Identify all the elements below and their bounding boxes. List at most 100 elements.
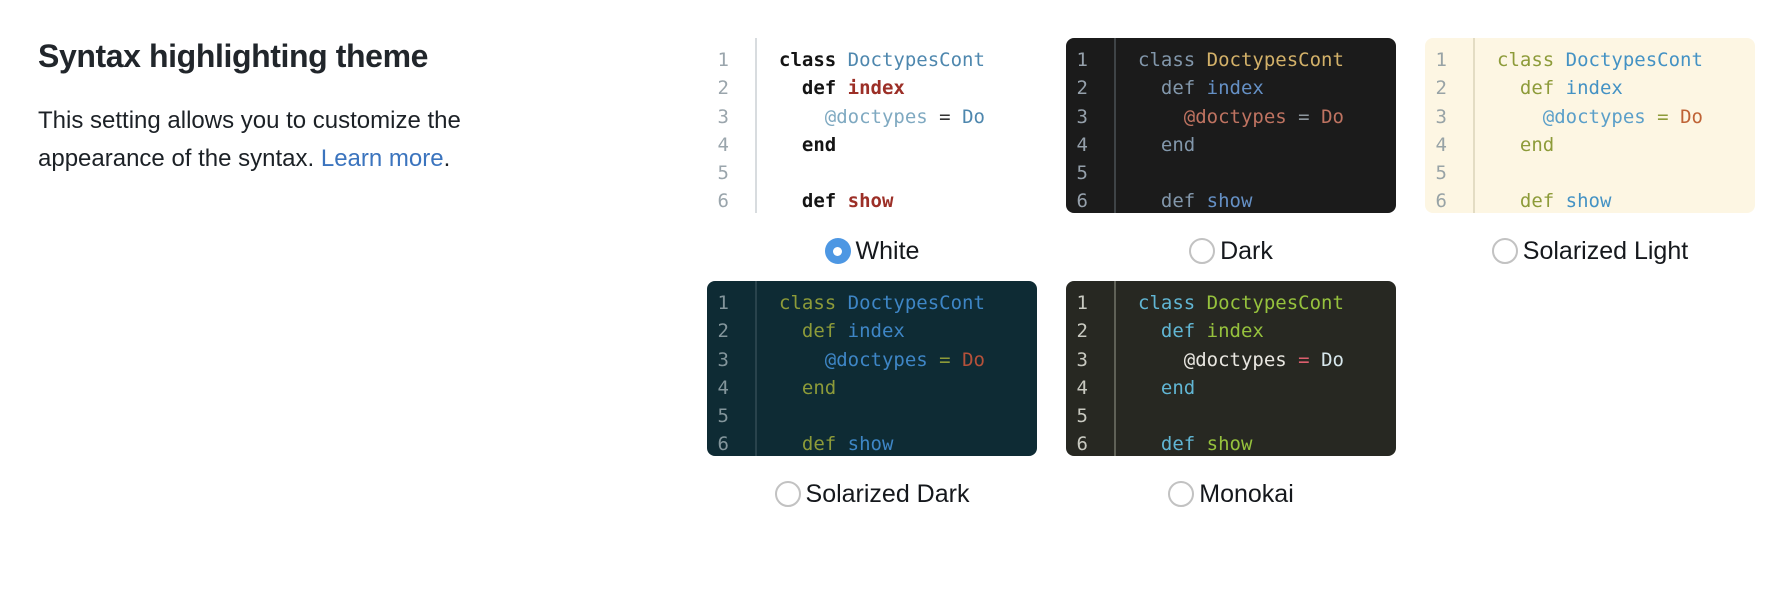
theme-radio-monokai[interactable] [1168, 481, 1195, 507]
code-sample: class DoctypesCont def index @doctypes =… [1475, 38, 1755, 213]
token-plain [1138, 106, 1184, 128]
token-plain [779, 377, 802, 399]
token-constant: Do [1321, 105, 1344, 128]
code-line: @doctypes = Do [1138, 103, 1396, 131]
theme-label-solarized-light[interactable]: Solarized Light [1522, 236, 1689, 265]
theme-radio-white[interactable] [824, 238, 851, 264]
line-number: 1 [1076, 49, 1088, 71]
theme-radio-solarized-light[interactable] [1491, 238, 1518, 264]
code-line [779, 402, 1037, 430]
code-line: end [779, 374, 1037, 402]
token-plain [1138, 433, 1161, 455]
line-number: 6 [717, 433, 729, 456]
line-number: 1 [1435, 49, 1447, 71]
theme-label-dark[interactable]: Dark [1220, 236, 1273, 265]
token-plain [1287, 349, 1298, 371]
theme-radio-row-solarized-light[interactable]: Solarized Light [1425, 213, 1755, 281]
line-number: 4 [717, 133, 729, 156]
line-number: 4 [1076, 133, 1088, 156]
token-keyword: def [1519, 190, 1566, 213]
line-number: 6 [717, 190, 729, 213]
code-sample: class DoctypesCont def index @doctypes =… [757, 38, 1037, 213]
theme-radio-row-white[interactable]: White [707, 213, 1037, 281]
token-keyword: class [1497, 49, 1566, 71]
theme-label-monokai[interactable]: Monokai [1199, 479, 1294, 508]
token-function_name: show [1206, 433, 1253, 456]
theme-grid: 1 2 3 4 5 6 class DoctypesCont def index @doct… [707, 38, 1755, 524]
code-sample: class DoctypesCont def index @doctypes =… [1116, 38, 1396, 213]
token-keyword: end [801, 376, 837, 399]
token-operator: = [1298, 105, 1310, 128]
token-instance_var: @doctypes [1542, 105, 1646, 128]
code-line: def index [1138, 317, 1396, 345]
code-line: def show [1497, 187, 1755, 213]
token-plain [779, 77, 802, 99]
token-plain [779, 190, 802, 212]
token-function_name: index [1206, 320, 1264, 343]
token-plain [1138, 349, 1184, 371]
code-line: end [1138, 374, 1396, 402]
token-constant: Do [962, 105, 985, 128]
token-function_name: show [1565, 190, 1612, 213]
code-line: @doctypes = Do [1497, 103, 1755, 131]
theme-radio-row-solarized-dark[interactable]: Solarized Dark [707, 456, 1037, 524]
token-keyword: class [779, 49, 848, 71]
token-keyword: def [801, 433, 848, 456]
line-number: 2 [1076, 320, 1088, 343]
line-number: 3 [1435, 105, 1447, 128]
token-plain [1138, 190, 1161, 212]
code-line: def show [1138, 430, 1396, 456]
code-line: def index [779, 74, 1037, 102]
token-plain [951, 106, 962, 128]
section-description: This setting allows you to customize the… [38, 102, 638, 178]
learn-more-link[interactable]: Learn more [320, 145, 444, 172]
token-class_name: DoctypesCont [1206, 292, 1344, 314]
token-plain [1669, 106, 1680, 128]
token-instance_var: @doctypes [1183, 105, 1287, 128]
theme-radio-row-dark[interactable]: Dark [1066, 213, 1396, 281]
code-line: def show [779, 187, 1037, 213]
token-function_name: index [1565, 77, 1623, 100]
token-keyword: def [1160, 77, 1207, 100]
token-function_name: show [847, 433, 894, 456]
token-keyword: class [779, 292, 848, 314]
token-keyword: def [801, 77, 848, 100]
line-number: 1 [717, 292, 729, 314]
code-line: @doctypes = Do [779, 346, 1037, 374]
theme-label-white[interactable]: White [855, 236, 920, 265]
token-instance_var: @doctypes [1183, 348, 1287, 371]
line-number: 1 [717, 49, 729, 71]
code-line: def index [1138, 74, 1396, 102]
line-number: 3 [1076, 348, 1088, 371]
line-number: 3 [717, 105, 729, 128]
token-instance_var: @doctypes [824, 105, 928, 128]
code-line: def show [1138, 187, 1396, 213]
line-number: 2 [1435, 77, 1447, 100]
token-keyword: def [1160, 320, 1207, 343]
line-number: 2 [717, 77, 729, 100]
token-plain [1497, 106, 1543, 128]
token-plain [1138, 320, 1161, 342]
line-number: 1 [1076, 292, 1088, 314]
token-plain [779, 134, 802, 156]
line-number: 5 [1076, 162, 1088, 185]
theme-label-solarized-dark[interactable]: Solarized Dark [805, 479, 970, 508]
token-keyword: end [1519, 133, 1555, 156]
theme-radio-row-monokai[interactable]: Monokai [1066, 456, 1396, 524]
code-line: def show [779, 430, 1037, 456]
description-line1: This setting allows you to customize the [38, 107, 461, 134]
theme-radio-solarized-dark[interactable] [774, 481, 801, 507]
code-line: @doctypes = Do [779, 103, 1037, 131]
token-plain [779, 433, 802, 455]
line-number: 4 [717, 376, 729, 399]
code-sample: class DoctypesCont def index @doctypes =… [757, 281, 1037, 456]
theme-radio-dark[interactable] [1189, 238, 1216, 264]
